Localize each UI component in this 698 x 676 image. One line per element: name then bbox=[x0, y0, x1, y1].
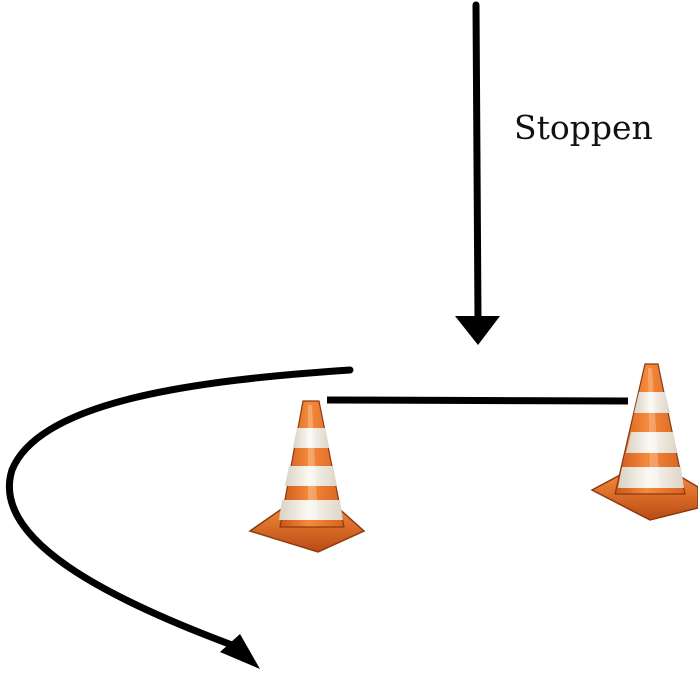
vertical-arrow-shaft bbox=[472, 1, 482, 324]
stoppen-label: Stoppen bbox=[514, 108, 653, 147]
vertical-arrowhead bbox=[455, 316, 500, 345]
traffic-cone-right bbox=[590, 363, 698, 521]
line-between-cones bbox=[326, 396, 629, 405]
curved-arrowhead bbox=[220, 634, 260, 669]
curved-arrow-path bbox=[6, 366, 354, 652]
traffic-cone-left bbox=[248, 400, 366, 553]
